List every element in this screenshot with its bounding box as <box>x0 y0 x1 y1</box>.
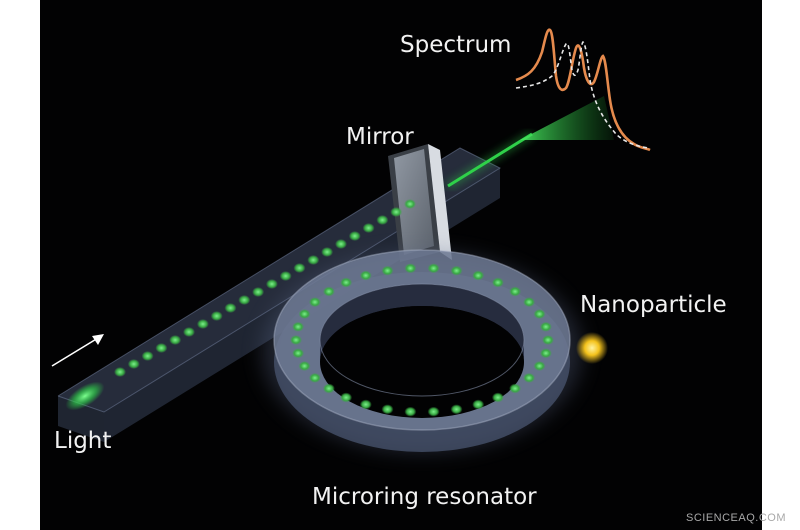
ring-mode-dot <box>533 309 546 319</box>
label-microring-resonator: Microring resonator <box>312 484 537 510</box>
ring-mode-dot <box>340 392 353 403</box>
ring-mode-dot <box>450 265 463 276</box>
ring-mode-dot <box>539 321 552 332</box>
ring-mode-dot <box>404 263 417 274</box>
ring-mode-dot <box>523 297 536 308</box>
arrow-up-right-icon <box>51 334 104 367</box>
microring <box>273 249 571 452</box>
ring-mode-dot <box>298 361 311 371</box>
ring-mode-dot <box>298 309 311 319</box>
mode-dot <box>127 359 140 369</box>
nanoparticle <box>576 332 608 364</box>
watermark: SCIENCEAQ.COM <box>685 512 786 524</box>
label-mirror: Mirror <box>346 124 414 150</box>
mode-dot <box>293 263 306 273</box>
ring-mode-dot <box>359 399 372 410</box>
input-light-glow <box>65 381 105 411</box>
ring-mode-dot <box>322 383 335 394</box>
mode-dot <box>321 247 334 257</box>
ring-mode-dot <box>359 270 372 281</box>
mode-dot <box>169 335 182 345</box>
ring-mode-dot <box>539 348 552 359</box>
mode-dot <box>348 231 361 241</box>
ring-mode-dot <box>381 404 394 415</box>
ring-mode-dot <box>340 277 353 288</box>
ring-mode-dot <box>404 406 417 417</box>
mode-dot <box>183 327 195 337</box>
mode-dot <box>196 319 209 329</box>
spectrometer-cone <box>520 96 614 140</box>
mode-dot <box>390 207 403 217</box>
mode-dot <box>279 271 292 281</box>
ring-mode-dot <box>509 383 522 394</box>
mode-dot <box>362 223 375 233</box>
ring-mode-dot <box>472 270 485 281</box>
mode-dot <box>141 351 154 361</box>
label-nanoparticle: Nanoparticle <box>580 292 727 318</box>
ring-mode-dot <box>491 392 504 403</box>
waveguide-mode-dots <box>114 199 416 377</box>
ring-mode-dot <box>542 335 554 345</box>
mode-dot <box>224 303 237 313</box>
mode-dot <box>307 255 320 265</box>
label-spectrum: Spectrum <box>400 32 512 58</box>
ring-mode-dot <box>533 361 546 371</box>
ring-mode-dot <box>472 399 485 410</box>
ring-mode-dot <box>292 348 305 359</box>
ring-mode-dot <box>427 263 440 274</box>
ring-mode-dot <box>308 297 321 308</box>
spectrum-reference-curve <box>515 40 649 149</box>
mode-dot <box>252 287 265 297</box>
ring-mode-dot <box>308 372 321 383</box>
label-light: Light <box>54 428 112 454</box>
mode-dot <box>114 367 126 377</box>
ring-mode-dot <box>427 406 440 417</box>
mode-dot <box>404 199 416 209</box>
mode-dot <box>210 311 223 321</box>
ring-mode-dot <box>523 372 536 383</box>
mode-dot <box>265 279 278 289</box>
ring-mode-dot <box>322 286 335 297</box>
ring-mode-dot <box>290 335 302 345</box>
ring-mode-dots <box>290 263 554 417</box>
mode-dot <box>335 239 347 249</box>
mode-dot <box>376 215 389 225</box>
mode-dot <box>238 295 251 305</box>
mode-dot <box>155 343 168 353</box>
ring-mode-dot <box>292 321 305 332</box>
ring-mode-dot <box>381 265 394 276</box>
ring-mode-dot <box>509 286 522 297</box>
ring-mode-dot <box>450 404 463 415</box>
ring-mode-dot <box>491 277 504 288</box>
spectrum-plot <box>515 28 651 152</box>
